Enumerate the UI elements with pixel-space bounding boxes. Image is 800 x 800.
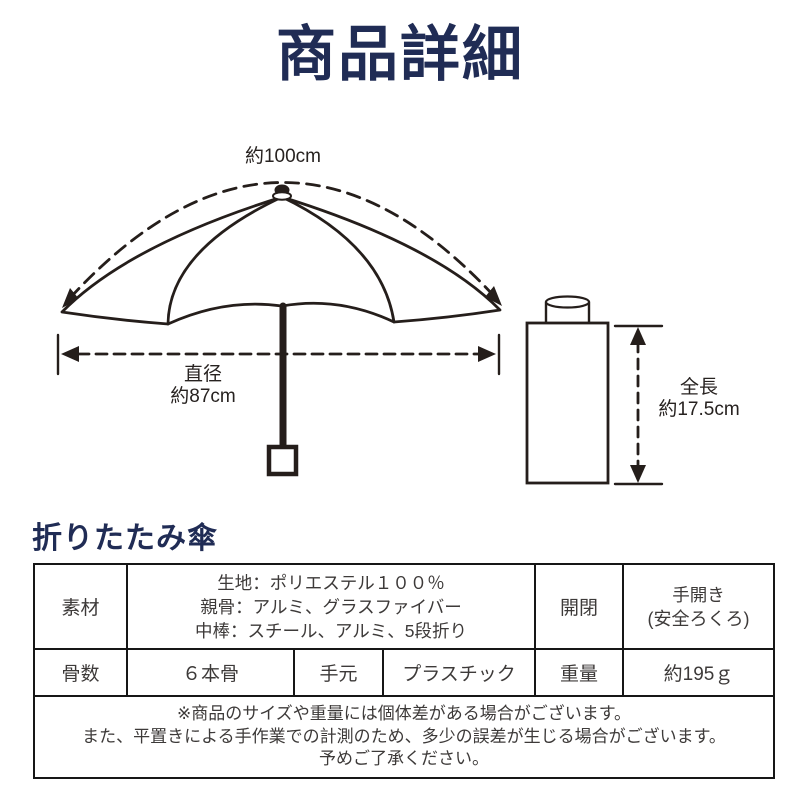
spec-row-notes: ※商品のサイズや重量には個体差がある場合がございます。 また、平置きによる手作業… [32,695,776,779]
note-line-1: ※商品のサイズや重量には個体差がある場合がございます。 [176,704,632,724]
spec-row-details: 骨数 ６本骨 手元 プラスチック 重量 約195ｇ [33,648,776,697]
diameter-label-line1: 直径 [183,364,222,385]
diameter-label-line2: 約87cm [170,386,236,407]
diameter-label: 直径 約87cm [143,364,263,408]
material-value-cell: 生地：ポリエステル１００％ 親骨：アルミ、グラスファイバー 中棒：スチール、アル… [125,563,537,650]
note-line-2: また、平置きによる手作業での計測のため、多少の誤差が生じる場合がございます。 [82,726,726,746]
note-line-3: 予めご了承ください。 [319,749,489,769]
folded-length-label: 全長 約17.5cm [638,377,760,421]
open-close-value-cell: 手開き (安全ろくろ) [622,563,776,650]
diameter-measure-arrow [56,333,501,376]
notes-cell: ※商品のサイズや重量には個体差がある場合がございます。 また、平置きによる手作業… [32,695,776,779]
product-type-heading: 折りたたみ傘 [32,522,218,555]
handle-value-cell: プラスチック [381,648,537,697]
umbrella-diagram [56,181,664,486]
folded-umbrella-illustration [525,295,610,485]
folded-length-measure-arrow [613,324,664,486]
spec-table: 素材 生地：ポリエステル１００％ 親骨：アルミ、グラスファイバー 中棒：スチール… [32,563,776,779]
page-title: 商品詳細 [276,21,524,88]
folded-length-label-line1: 全長 [679,377,718,398]
arc-measure-arrow [62,181,502,308]
ribs-value-cell: ６本骨 [126,648,295,697]
weight-value-cell: 約195ｇ [622,648,776,697]
open-close-header-cell: 開閉 [534,563,625,650]
material-header-cell: 素材 [33,563,128,650]
ribs-header-cell: 骨数 [33,648,128,697]
material-line-shaft: 中棒：スチール、アルミ、5段折り [194,620,468,641]
open-close-value-line2: (安全ろくろ) [647,608,750,629]
arc-width-label: 約100cm [244,146,322,167]
folded-length-label-line2: 約17.5cm [658,399,740,420]
weight-header-cell: 重量 [534,648,625,697]
spec-row-material: 素材 生地：ポリエステル１００％ 親骨：アルミ、グラスファイバー 中棒：スチール… [33,563,776,650]
open-close-value-line1: 手開き [672,584,725,605]
material-line-ribs: 親骨：アルミ、グラスファイバー [200,596,462,617]
handle-header-cell: 手元 [293,648,384,697]
open-umbrella-illustration [60,184,502,477]
material-line-fabric: 生地：ポリエステル１００％ [217,572,445,593]
